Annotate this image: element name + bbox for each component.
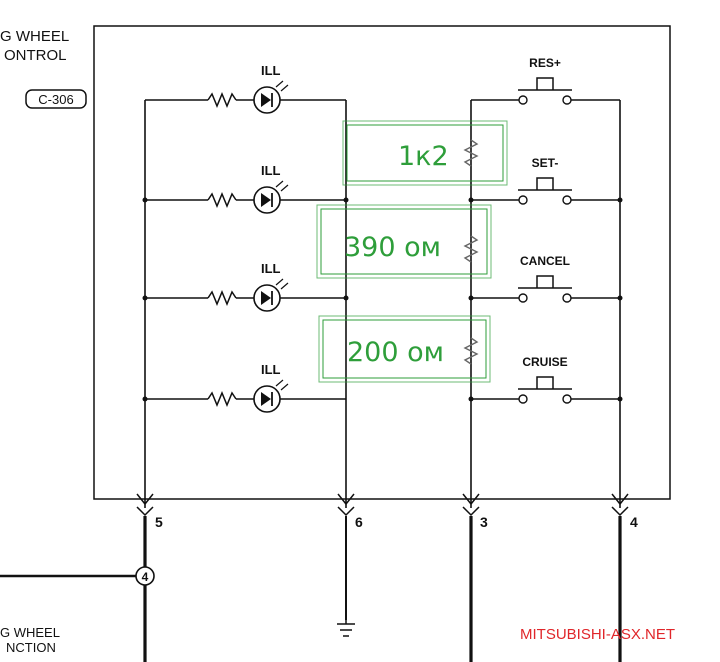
switch-row: CRUISE bbox=[468, 355, 623, 404]
switch-contact bbox=[518, 293, 528, 303]
wire-node bbox=[343, 295, 349, 301]
switch-contact bbox=[562, 95, 572, 105]
footer-line-2: NCTION bbox=[6, 640, 56, 655]
terminal-ticks bbox=[136, 506, 629, 517]
wire-node bbox=[617, 197, 623, 203]
push-button-icon bbox=[518, 77, 572, 91]
wire-node bbox=[142, 396, 148, 402]
footer-line-1: G WHEEL bbox=[0, 625, 60, 640]
bus-wires bbox=[144, 100, 621, 508]
terminal-3: 3 bbox=[480, 514, 488, 530]
lamp-rows: ILL ILL ILL ILL bbox=[142, 63, 349, 413]
annotation-frames bbox=[316, 120, 508, 383]
push-button-icon bbox=[518, 376, 572, 390]
switch-assembly-box bbox=[93, 25, 671, 500]
lamp-row: ILL bbox=[145, 63, 346, 114]
lamp-label: ILL bbox=[261, 163, 281, 178]
lamp-label: ILL bbox=[261, 63, 281, 78]
terminal-arrows bbox=[136, 493, 629, 506]
added-resistors bbox=[463, 139, 479, 365]
resistor-icon bbox=[207, 192, 237, 208]
title-line-2: ONTROL bbox=[4, 47, 67, 64]
terminal-5: 5 bbox=[155, 514, 163, 530]
terminal-6: 6 bbox=[355, 514, 363, 530]
resistor-200-zigzag bbox=[463, 337, 479, 365]
switch-rows: RES+ SET- CANCEL CRUISE bbox=[468, 56, 623, 404]
watermark: MITSUBISHI-ASX.NET bbox=[520, 626, 675, 643]
switch-contact bbox=[518, 394, 528, 404]
switch-contact bbox=[562, 394, 572, 404]
switch-label: SET- bbox=[532, 156, 559, 170]
wire-node bbox=[468, 295, 474, 301]
connector-tag: C-306 bbox=[38, 92, 73, 107]
resistor-1k2-zigzag bbox=[463, 139, 479, 167]
lamp-label: ILL bbox=[261, 362, 281, 377]
lamp-row: ILL bbox=[142, 163, 349, 214]
wire-node bbox=[142, 295, 148, 301]
lamp-row: ILL bbox=[142, 362, 346, 413]
annotation-390-ohm: 390 ом bbox=[344, 232, 441, 263]
resistor-390-zigzag bbox=[463, 235, 479, 263]
switch-row: CANCEL bbox=[468, 254, 623, 303]
lamp-row: ILL bbox=[142, 261, 349, 312]
resistor-icon bbox=[207, 290, 237, 306]
harness-wires bbox=[0, 516, 622, 662]
switch-contact bbox=[562, 195, 572, 205]
switch-label: CRUISE bbox=[522, 355, 567, 369]
wire-node bbox=[468, 396, 474, 402]
switch-label: RES+ bbox=[529, 56, 561, 70]
switch-row: SET- bbox=[468, 156, 623, 205]
switch-contact bbox=[562, 293, 572, 303]
title-line-1: G WHEEL bbox=[0, 28, 69, 45]
switch-row: RES+ bbox=[471, 56, 620, 105]
switch-contact bbox=[518, 95, 528, 105]
ground-icon bbox=[337, 620, 355, 637]
wire-node bbox=[617, 396, 623, 402]
junction-label: 4 bbox=[142, 570, 149, 584]
push-button-icon bbox=[518, 177, 572, 191]
light-rays-icon bbox=[275, 278, 289, 290]
lamp-label: ILL bbox=[261, 261, 281, 276]
wire-node bbox=[142, 197, 148, 203]
push-button-icon bbox=[518, 275, 572, 289]
annotation-1k2: 1к2 bbox=[398, 141, 449, 172]
light-rays-icon bbox=[275, 180, 289, 192]
resistor-icon bbox=[207, 92, 237, 108]
wire-node bbox=[617, 295, 623, 301]
resistor-icon bbox=[207, 391, 237, 407]
annotation-200-ohm: 200 ом bbox=[347, 337, 444, 368]
terminal-4: 4 bbox=[630, 514, 638, 530]
connector-tag-frame bbox=[25, 89, 87, 109]
junction-marker bbox=[135, 566, 155, 586]
light-rays-icon bbox=[275, 80, 289, 92]
switch-label: CANCEL bbox=[520, 254, 570, 268]
light-rays-icon bbox=[275, 379, 289, 391]
switch-contact bbox=[518, 195, 528, 205]
wire-node bbox=[343, 197, 349, 203]
wire-node bbox=[468, 197, 474, 203]
